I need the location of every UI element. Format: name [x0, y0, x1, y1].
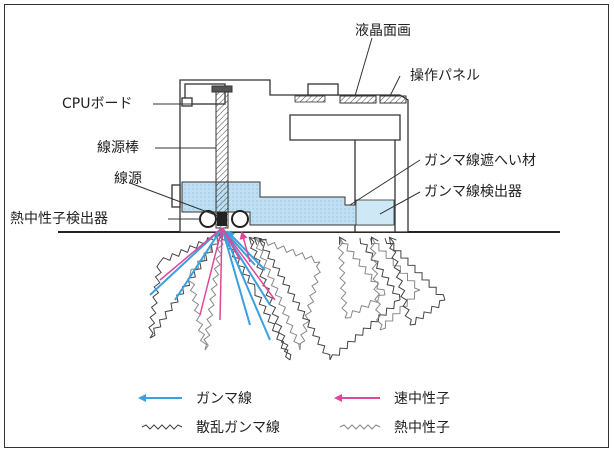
scatter-path-segment: [369, 238, 383, 331]
scatter-path-segment: [369, 237, 421, 291]
scatter-path-segment: [390, 238, 412, 326]
gamma-detector: [355, 199, 395, 226]
control-panel: [379, 95, 407, 104]
scatter-path-segment: [250, 238, 292, 361]
legend-gamma-label: ガンマ線: [196, 391, 252, 407]
thermal-neutron-detector-label: 熱中性子検出器: [10, 211, 108, 227]
gamma-ray-line: [221, 227, 251, 326]
lcd-screen-label: 液晶面画: [355, 23, 411, 39]
scatter-path-segment: [254, 290, 291, 361]
radiation-rays: [149, 227, 276, 341]
gamma-detector-label: ガンマ線検出器: [424, 184, 522, 200]
legend-fast-neutron-label: 速中性子: [394, 391, 450, 407]
fast-neutron-line: [221, 227, 241, 261]
thermal-detector-right: [231, 210, 249, 228]
gamma-ray-line: [221, 227, 271, 341]
radiation-source: [217, 212, 227, 226]
fast-neutron-line: [219, 227, 223, 321]
scatter-path-segment: [359, 237, 401, 301]
scatter-path-segment: [384, 237, 446, 301]
scatter-path-segment: [255, 238, 301, 351]
gamma-ray-line: [174, 227, 223, 301]
legend: ガンマ線 速中性子 散乱ガンマ線 熱中性子: [138, 391, 450, 436]
legend-scattered-gamma-swatch: [141, 424, 183, 430]
scatter-path-segment: [159, 233, 223, 263]
scatter-path-segment: [409, 299, 446, 326]
scatter-path-segment: [148, 261, 162, 339]
source-rod: [215, 87, 229, 229]
fast-neutron-line: [159, 227, 223, 281]
scatter-path-segment: [187, 274, 208, 351]
scatter-path-segment: [339, 237, 386, 296]
fast-neutron-line: [221, 227, 276, 301]
cpu-board-label: CPUボード: [62, 96, 132, 112]
scattered-paths: [148, 233, 446, 361]
scatter-path-segment: [260, 240, 331, 361]
gamma-ray-line: [149, 227, 223, 296]
legend-scattered-gamma-label: 散乱ガンマ線: [196, 420, 280, 436]
gamma-shield-label: ガンマ線遮へい材: [424, 153, 536, 169]
fast-neutron-line: [199, 227, 223, 316]
source-rod-label: 線源棒: [97, 140, 139, 156]
scatter-path-segment: [329, 299, 401, 361]
legend-thermal-neutron-swatch: [339, 424, 381, 430]
source-label: 線源: [114, 171, 142, 187]
control-panel-label: 操作パネル: [410, 68, 480, 84]
neutron-return-arrow: [239, 231, 251, 263]
scatter-path-segment: [298, 261, 321, 351]
scatter-path-segment: [379, 289, 421, 331]
scatter-path-segment: [337, 238, 348, 319]
scatter-path-segment: [344, 294, 386, 319]
thermal-detector-left: [199, 210, 217, 228]
legend-thermal-neutron-label: 熱中性子: [394, 420, 450, 436]
lcd-screen: [339, 95, 377, 104]
